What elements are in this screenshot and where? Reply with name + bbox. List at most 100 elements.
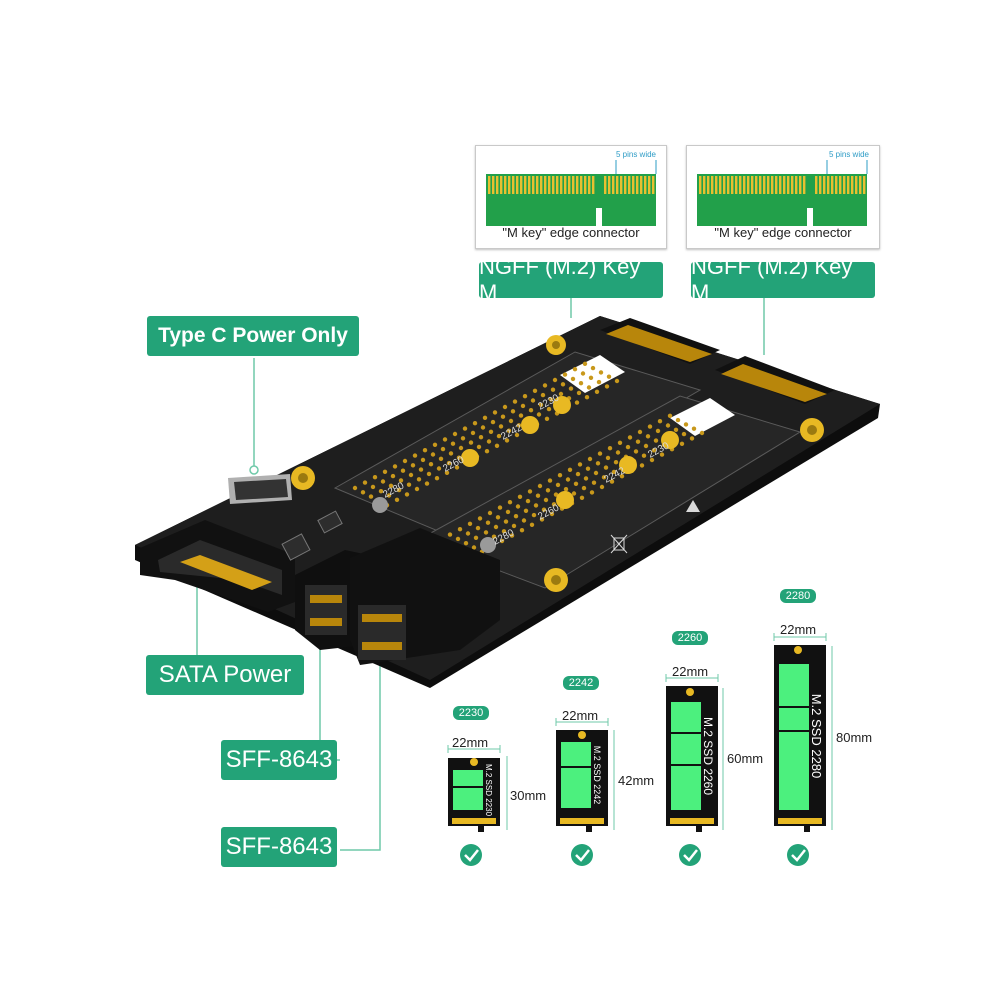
pcb-dot <box>603 465 609 470</box>
edge-pin <box>556 176 559 194</box>
pcb-dot <box>573 481 579 486</box>
edge-pin <box>552 176 555 194</box>
pcb-dot <box>504 438 510 443</box>
pcb-dot <box>604 384 610 389</box>
edge-pin <box>719 176 722 194</box>
pcb-dot <box>426 471 432 477</box>
pcb-dot <box>514 432 520 438</box>
pcb-dot <box>513 514 519 519</box>
pcb-dot <box>558 391 564 397</box>
pcb-dot <box>531 512 537 518</box>
pcb-dot <box>510 409 516 414</box>
pcb-dot <box>444 470 450 475</box>
pcb-dot <box>549 511 555 517</box>
pcb-dot <box>465 531 471 536</box>
pcb-dot <box>432 442 438 447</box>
pcb-dot <box>537 483 543 489</box>
pcb-dot <box>673 427 679 432</box>
pcb-dot <box>446 460 452 466</box>
edge-pin <box>568 176 571 194</box>
ssd-size-tag: 2260 <box>672 631 708 645</box>
pcb-dot <box>447 532 453 537</box>
pcb-dot <box>595 461 601 466</box>
edge-connector-caption: "M key" edge connector <box>714 225 852 240</box>
pcb-dot <box>665 423 671 428</box>
pcb-dot <box>482 415 488 420</box>
pcb-dot <box>402 458 408 464</box>
pcb-dot <box>410 463 416 468</box>
pcb-dot <box>546 406 552 412</box>
pcb-dot <box>591 480 597 485</box>
edge-pin <box>779 176 782 194</box>
pcb-dot <box>588 375 594 380</box>
edge-pin <box>644 176 647 194</box>
pcb-dot <box>523 508 529 513</box>
label-ngff-right: NGFF (M.2) Key M <box>691 254 875 305</box>
edge-pin <box>540 176 543 194</box>
pcb-dot <box>667 413 673 418</box>
pcb-dot <box>458 445 464 451</box>
edge-pin <box>496 176 499 194</box>
edge-pin <box>751 176 754 194</box>
pcb-dot <box>633 449 639 454</box>
edge-pin <box>512 176 515 194</box>
pcb-dot <box>565 477 571 482</box>
edge-pin <box>592 176 595 194</box>
pcb-dot <box>492 410 498 415</box>
pcb-dot <box>606 374 612 379</box>
pcb-dot <box>430 452 436 457</box>
pcb-dot <box>472 421 478 426</box>
edge-pin <box>787 176 790 194</box>
pcb-dot <box>485 520 491 525</box>
pcb-dot <box>596 379 602 385</box>
pcb-dot <box>583 476 589 481</box>
edge-pin <box>715 176 718 194</box>
pcb-dot <box>555 482 561 488</box>
pcb-dot <box>362 480 368 485</box>
pcb-dot <box>463 541 469 546</box>
pcb-dot <box>491 534 497 539</box>
edge-pin <box>743 176 746 194</box>
edge-pin <box>504 176 507 194</box>
pcb-dot <box>614 378 620 384</box>
pcb-dot <box>436 466 442 471</box>
pcb-dot <box>493 524 499 530</box>
pcb-dot <box>538 402 544 407</box>
pcb-dot <box>530 398 536 403</box>
pcb-dot <box>542 383 548 388</box>
pcb-dot <box>532 388 538 393</box>
pcb-dot <box>562 372 568 377</box>
pcb-dot <box>352 485 358 491</box>
edge-pin <box>859 176 862 194</box>
pins-note: 5 pins wide <box>615 150 656 159</box>
pcb-dot <box>505 509 511 515</box>
ssd-size-tag: 2230 <box>453 706 489 720</box>
pcb-dot <box>462 426 468 431</box>
pcb-dot <box>611 469 617 475</box>
ssd-length-label: 80mm <box>836 730 873 745</box>
pcb-dot <box>560 382 566 387</box>
pcb-dot <box>570 376 576 382</box>
pcb-dot <box>563 487 569 492</box>
pcb-dot <box>372 475 378 480</box>
pcb-dot <box>675 417 681 423</box>
edge-pin <box>584 176 587 194</box>
edge-pin <box>863 176 866 194</box>
pcb-dot <box>486 439 492 444</box>
pcb-dot <box>645 434 651 439</box>
edge-pin <box>564 176 567 194</box>
pcb-dot <box>467 521 473 526</box>
pcb-dot <box>601 475 607 480</box>
edge-pin <box>532 176 535 194</box>
label-sata-power: SATA Power <box>146 655 304 695</box>
edge-pin <box>703 176 706 194</box>
pcb-dot <box>517 494 523 499</box>
edge-pin <box>851 176 854 194</box>
pcb-dot <box>457 527 463 532</box>
pcb-dot <box>408 472 414 478</box>
edge-pin <box>628 176 631 194</box>
pcb-dot <box>543 497 549 503</box>
pcb-dot <box>484 449 490 454</box>
